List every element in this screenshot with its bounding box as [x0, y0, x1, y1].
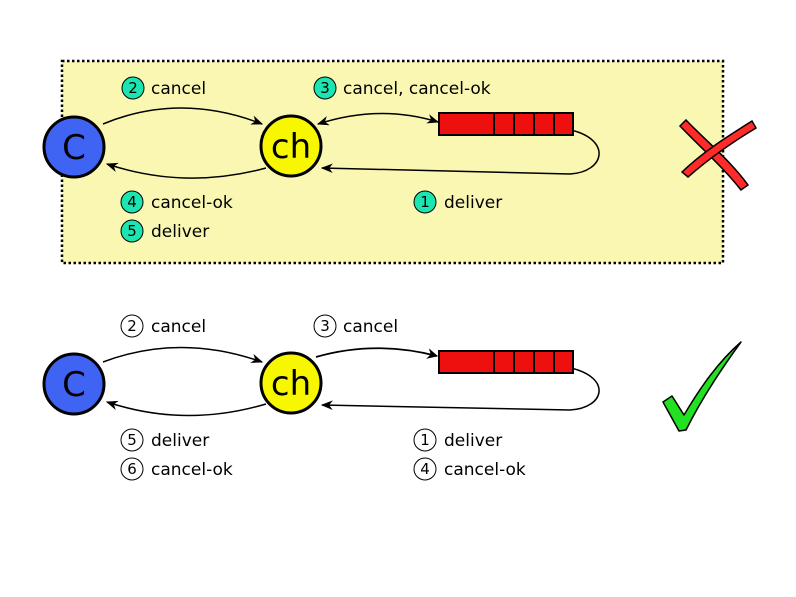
svg-text:cancel: cancel: [343, 317, 398, 337]
right-scenario: C ch 2 cancel 3 cancel 5 deliver: [42, 314, 742, 481]
arrow-channel-to-consumer: [105, 400, 267, 417]
consumer-node: [42, 352, 106, 416]
svg-text:cancel-ok: cancel-ok: [444, 460, 526, 480]
wrong-scenario: C ch 2 cancel 3 cancel, cancel-ok 4 canc…: [42, 59, 758, 265]
step-label: 2 cancel: [121, 76, 206, 100]
step-label: 6 cancel-ok: [120, 457, 233, 481]
step-label: 5 deliver: [120, 428, 209, 452]
svg-text:deliver: deliver: [444, 431, 502, 451]
svg-text:cancel, cancel-ok: cancel, cancel-ok: [343, 79, 491, 99]
channel-node-label: ch: [271, 364, 311, 404]
arrow-channel-to-queue: [315, 347, 439, 359]
svg-text:deliver: deliver: [444, 193, 502, 213]
arrow-channel-queue-both: [316, 112, 440, 126]
svg-text:1: 1: [420, 193, 430, 211]
consumer-node-label: C: [62, 365, 86, 405]
step-label: 3 cancel: [313, 314, 398, 338]
queue: [438, 350, 574, 374]
svg-text:deliver: deliver: [151, 222, 209, 242]
step-label: 1 deliver: [413, 190, 502, 214]
queue: [438, 112, 574, 136]
arrow-queue-to-channel: [320, 129, 600, 175]
arrow-channel-to-consumer: [105, 162, 267, 179]
step-label: 5 deliver: [120, 219, 209, 243]
channel-node: [259, 351, 323, 415]
arrow-queue-to-channel: [320, 367, 600, 411]
svg-text:cancel: cancel: [151, 79, 206, 99]
check-mark-icon: [662, 341, 742, 432]
step-label: 1 deliver: [413, 428, 502, 452]
consumer-node: [42, 115, 106, 179]
cross-mark-icon: [678, 118, 758, 192]
svg-text:6: 6: [127, 460, 137, 478]
channel-node: [259, 114, 323, 178]
wrong-scenario-panel: [60, 59, 725, 265]
svg-text:5: 5: [127, 222, 137, 240]
step-label: 2 cancel: [120, 314, 206, 338]
svg-text:3: 3: [320, 317, 330, 335]
arrow-consumer-to-channel: [102, 107, 264, 125]
svg-text:4: 4: [420, 460, 430, 478]
svg-text:5: 5: [127, 431, 137, 449]
svg-text:cancel-ok: cancel-ok: [151, 193, 233, 213]
svg-text:2: 2: [127, 317, 137, 335]
svg-text:cancel-ok: cancel-ok: [151, 460, 233, 480]
arrow-consumer-to-channel: [102, 346, 264, 363]
svg-text:4: 4: [127, 193, 137, 211]
step-label: 3 cancel, cancel-ok: [313, 76, 491, 100]
step-label: 4 cancel-ok: [120, 190, 233, 214]
svg-text:deliver: deliver: [151, 431, 209, 451]
svg-text:1: 1: [420, 431, 430, 449]
svg-text:2: 2: [128, 79, 138, 97]
svg-text:3: 3: [320, 79, 330, 97]
channel-node-label: ch: [271, 127, 311, 167]
step-label: 4 cancel-ok: [413, 457, 526, 481]
consumer-node-label: C: [62, 128, 86, 168]
svg-text:cancel: cancel: [151, 317, 206, 337]
